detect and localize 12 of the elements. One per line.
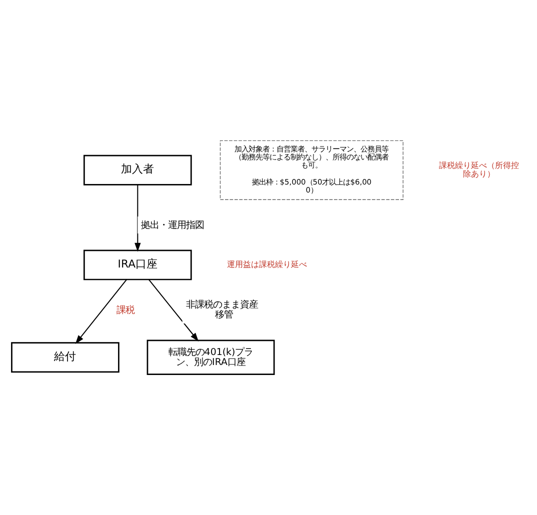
edge-label: 課税 xyxy=(116,304,134,316)
node-box: 加入者 xyxy=(84,154,192,186)
edge-label: 非課税のまま資産移管 xyxy=(186,299,258,321)
node-box: 転職先の401(k)プラン、別のIRA口座 xyxy=(146,340,275,375)
arrow xyxy=(148,279,199,342)
arrow xyxy=(134,184,141,252)
node-box: IRA口座 xyxy=(84,250,192,280)
arrow xyxy=(75,279,127,344)
label: 運用益は課税繰り延べ xyxy=(226,259,307,270)
label: 課税繰り延べ（所得控除あり） xyxy=(438,160,519,179)
edge-label: 拠出・運用指図 xyxy=(141,220,204,231)
node-box: 給付 xyxy=(11,342,120,373)
